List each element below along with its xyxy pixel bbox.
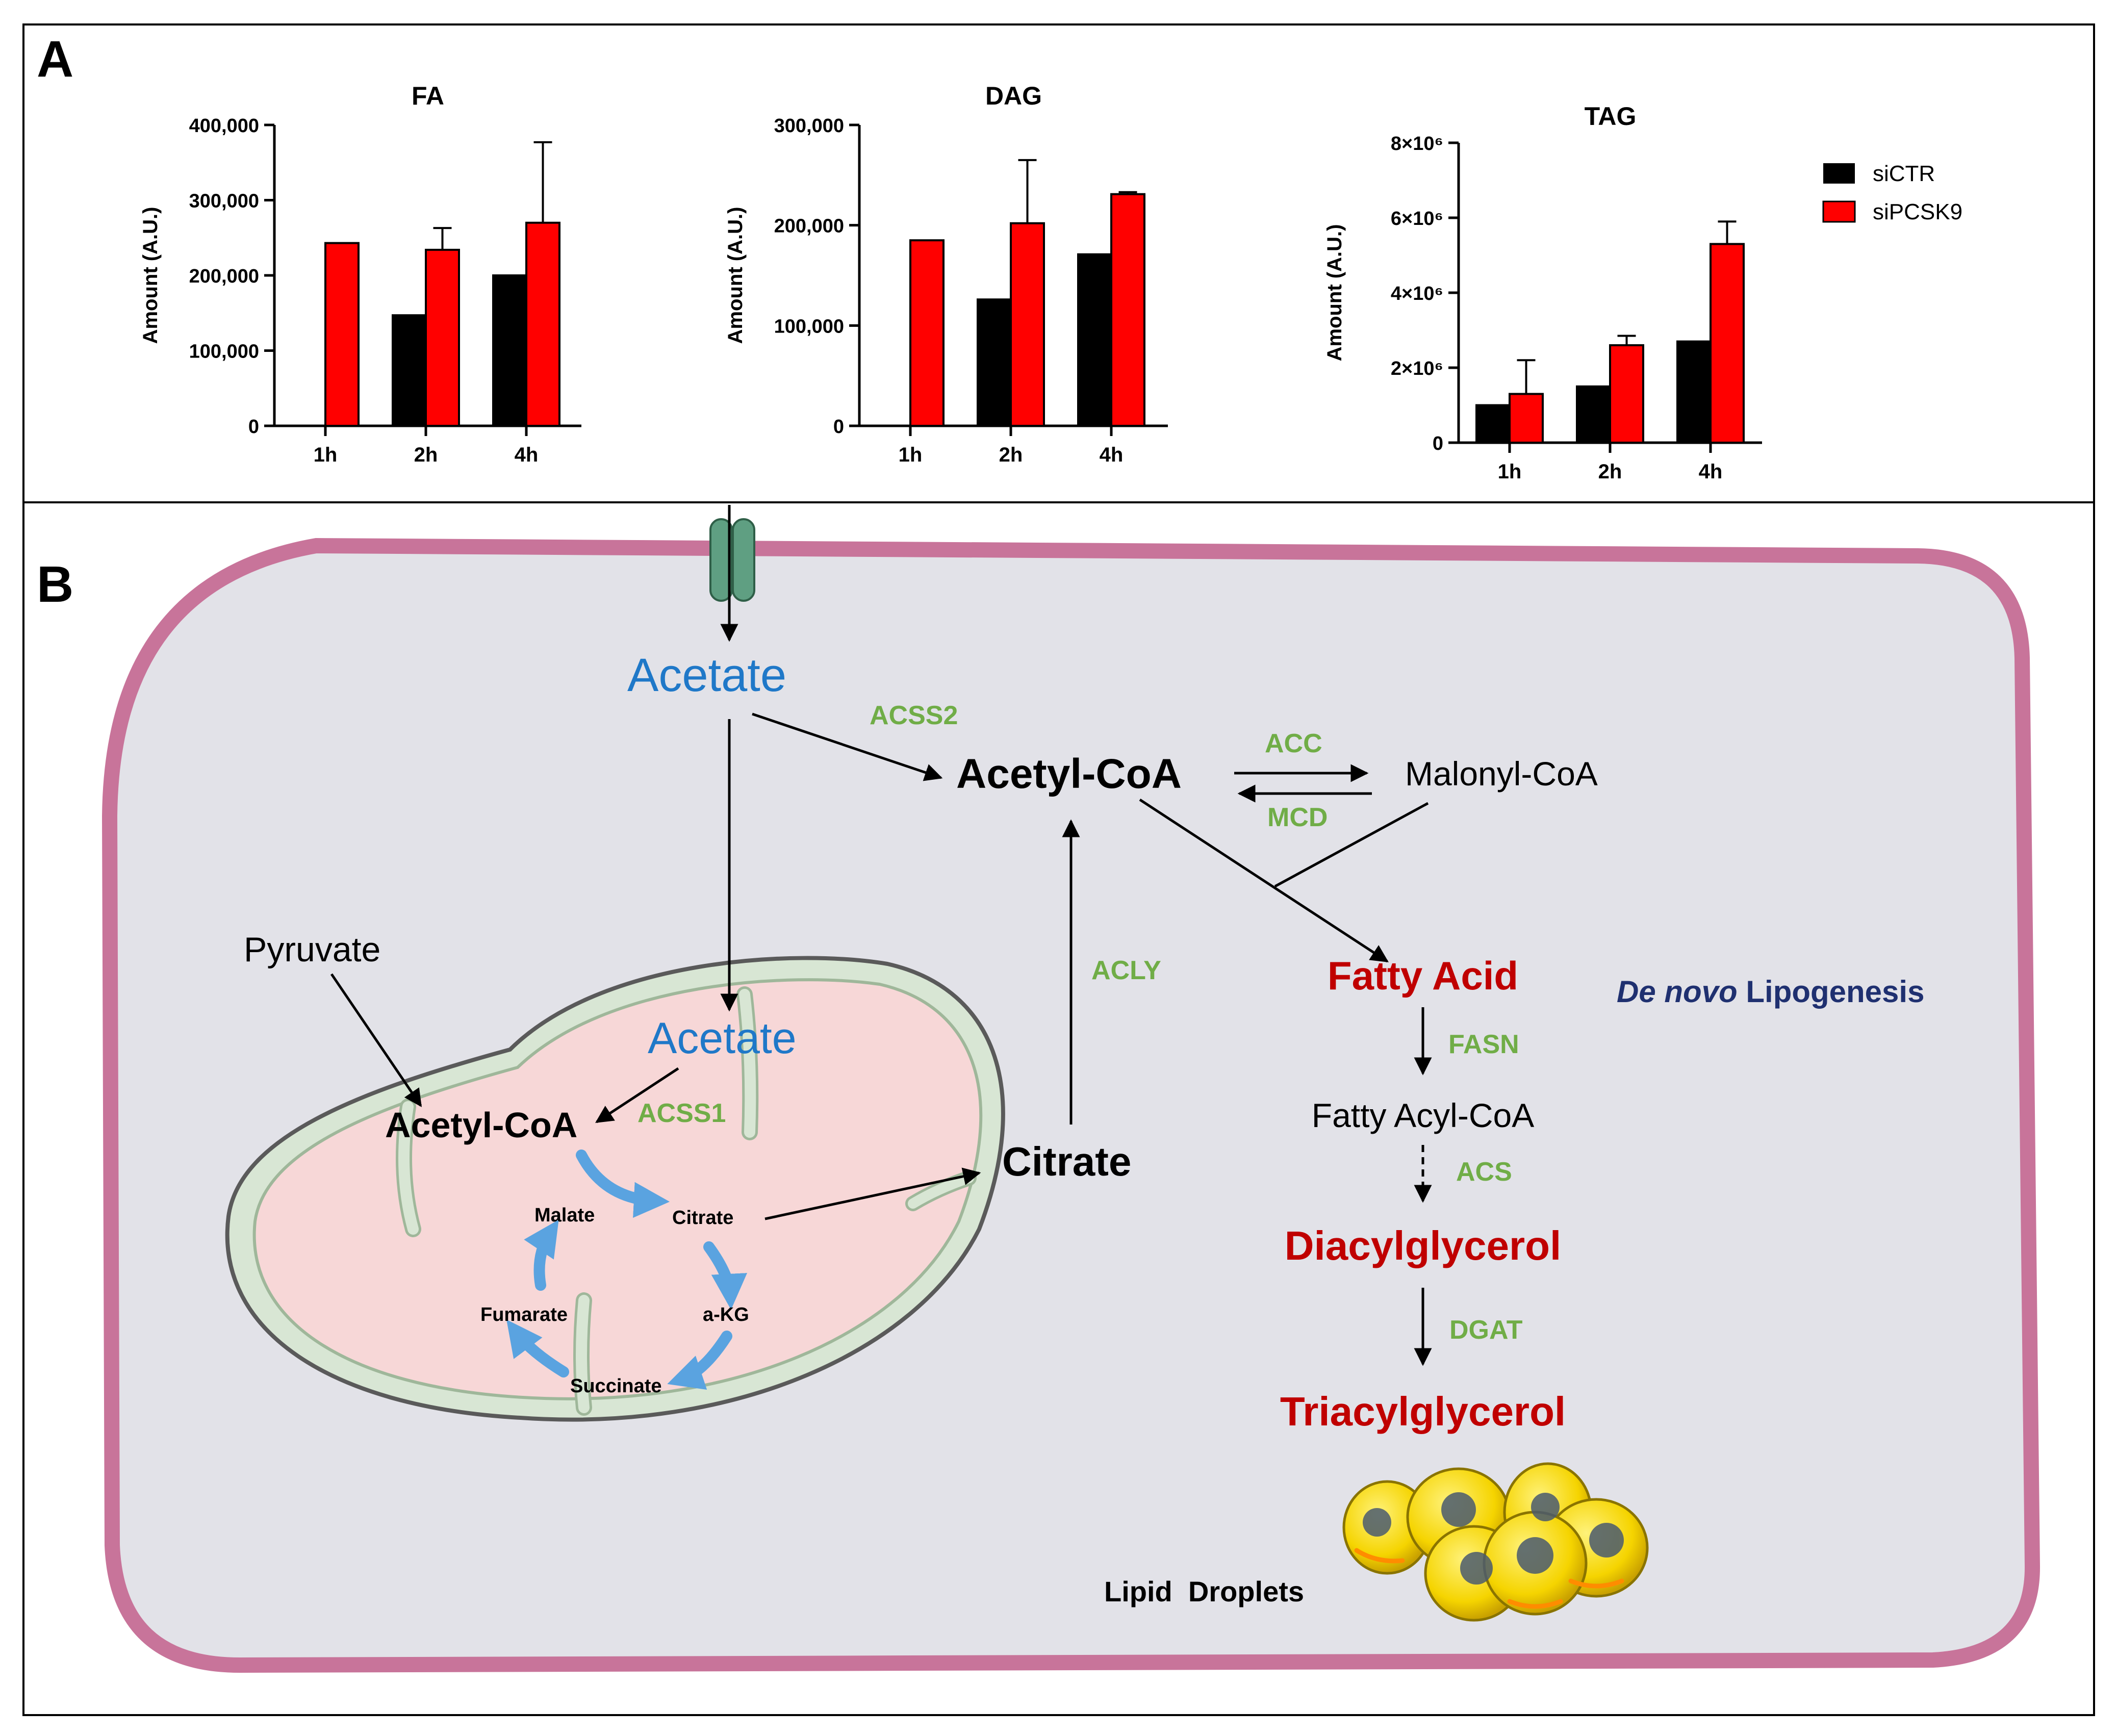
- tca-malate-label: Malate: [534, 1205, 595, 1226]
- y-tick-label: 200,000: [774, 216, 844, 237]
- tca-succinate-label: Succinate: [570, 1375, 662, 1397]
- bar-sictr: [492, 274, 527, 427]
- x-tick-label: 2h: [999, 444, 1023, 466]
- y-tick-label: 100,000: [189, 341, 259, 363]
- x-tick-label: 4h: [1100, 444, 1124, 466]
- fatty-acid-label: Fatty Acid: [1328, 953, 1518, 998]
- y-tick-label: 100,000: [774, 316, 844, 337]
- membrane-channel: [709, 518, 755, 602]
- x-tick-label: 1h: [899, 444, 923, 466]
- chart-title: FA: [412, 82, 444, 110]
- dgat-enzyme-label: DGAT: [1449, 1315, 1523, 1345]
- acetate-mito-label: Acetate: [648, 1014, 797, 1063]
- lipid-droplets: [1342, 1462, 1649, 1622]
- fasn-enzyme-label: FASN: [1448, 1030, 1519, 1059]
- de-novo-lipogenesis-label: De novo Lipogenesis: [1617, 975, 1924, 1009]
- fa-bar-chart: FA Amount (A.U.) 0 100,000 200,000 300,000 400…: [139, 82, 581, 466]
- bar-sipcsk9: [525, 221, 560, 427]
- acetyl-coa-mito-label: Acetyl-CoA: [385, 1105, 577, 1145]
- bar-sipcsk9: [1609, 344, 1644, 444]
- legend-label-sipcsk9: siPCSK9: [1873, 199, 1962, 224]
- chart-legend: siCTR siPCSK9: [1822, 161, 1962, 224]
- y-axis-label: Amount (A.U.): [1323, 224, 1346, 362]
- x-tick-label: 4h: [515, 444, 539, 466]
- x-tick-label: 4h: [1699, 461, 1723, 483]
- tca-citrate-label: Citrate: [672, 1207, 733, 1229]
- bar-sipcsk9: [324, 242, 360, 427]
- x-tick-label: 1h: [314, 444, 338, 466]
- legend-swatch-sipcsk9: [1822, 200, 1856, 223]
- y-tick-label: 0: [1433, 433, 1443, 454]
- y-tick-label: 8×10⁶: [1391, 133, 1443, 155]
- panel-b-label: B: [37, 556, 73, 613]
- acs-enzyme-label: ACS: [1456, 1157, 1512, 1187]
- y-tick-label: 400,000: [189, 115, 259, 137]
- bar-sictr: [1676, 340, 1712, 444]
- dag-bar-chart: DAG Amount (A.U.) 0 100,000 200,000 300,000 1h…: [724, 82, 1168, 466]
- bar-sipcsk9: [425, 248, 460, 427]
- chart-title: TAG: [1585, 102, 1637, 131]
- y-axis-label: Amount (A.U.): [724, 207, 747, 344]
- de-novo-italic: De novo: [1617, 975, 1738, 1009]
- mcd-enzyme-label: MCD: [1267, 803, 1328, 832]
- fatty-acyl-coa-label: Fatty Acyl-CoA: [1312, 1096, 1534, 1134]
- lipid-droplets-label: Lipid Droplets: [1104, 1575, 1304, 1607]
- diacylglycerol-label: Diacylglycerol: [1285, 1223, 1562, 1268]
- y-axis-label: Amount (A.U.): [139, 207, 162, 344]
- pyruvate-label: Pyruvate: [244, 930, 380, 969]
- panel-a-label: A: [37, 31, 73, 88]
- x-tick-label: 1h: [1498, 461, 1522, 483]
- y-tick-label: 0: [833, 416, 844, 438]
- legend-swatch-sictr: [1823, 163, 1855, 184]
- legend-label-sictr: siCTR: [1873, 161, 1935, 186]
- bar-sipcsk9: [1010, 222, 1045, 427]
- bar-sictr: [1077, 253, 1112, 427]
- y-tick-label: 200,000: [189, 266, 259, 287]
- figure-frame: [22, 23, 2095, 1716]
- tca-cycle-arrows: [506, 1150, 748, 1390]
- acetate-outer-label: Acetate: [627, 649, 786, 701]
- tca-akg-label: a-KG: [703, 1304, 749, 1325]
- acc-enzyme-label: ACC: [1265, 729, 1322, 758]
- bar-sictr: [977, 298, 1012, 427]
- chart-title: DAG: [985, 82, 1042, 110]
- bar-sipcsk9: [1710, 243, 1745, 444]
- acly-enzyme-label: ACLY: [1091, 956, 1161, 985]
- pathway-arrows: [330, 505, 1432, 1366]
- bar-sipcsk9: [1509, 393, 1544, 444]
- y-tick-label: 6×10⁶: [1391, 208, 1443, 229]
- y-tick-label: 4×10⁶: [1391, 283, 1443, 304]
- tag-bar-chart: TAG Amount (A.U.) 0 2×10⁶ 4×10⁶ 6×10⁶ 8×10⁶ 1h 2…: [1323, 102, 1762, 483]
- y-tick-label: 2×10⁶: [1391, 358, 1443, 379]
- bar-sictr: [1576, 385, 1611, 444]
- tca-fumarate-label: Fumarate: [480, 1304, 568, 1325]
- x-tick-label: 2h: [414, 444, 438, 466]
- acetyl-coa-label: Acetyl-CoA: [956, 751, 1182, 797]
- bar-sipcsk9: [909, 239, 945, 427]
- triacylglycerol-label: Triacylglycerol: [1280, 1389, 1566, 1434]
- bar-sictr: [1475, 404, 1511, 444]
- y-tick-label: 300,000: [774, 115, 844, 137]
- acss2-enzyme-label: ACSS2: [870, 701, 958, 730]
- citrate-cyto-label: Citrate: [1002, 1139, 1131, 1184]
- malonyl-coa-label: Malonyl-CoA: [1405, 755, 1598, 793]
- bar-sipcsk9: [1110, 193, 1145, 427]
- bar-sictr: [392, 314, 427, 427]
- y-tick-label: 300,000: [189, 191, 259, 212]
- x-tick-label: 2h: [1598, 461, 1622, 483]
- y-tick-label: 0: [248, 416, 259, 438]
- acss1-enzyme-label: ACSS1: [637, 1099, 726, 1128]
- lipogenesis-text: Lipogenesis: [1738, 975, 1925, 1009]
